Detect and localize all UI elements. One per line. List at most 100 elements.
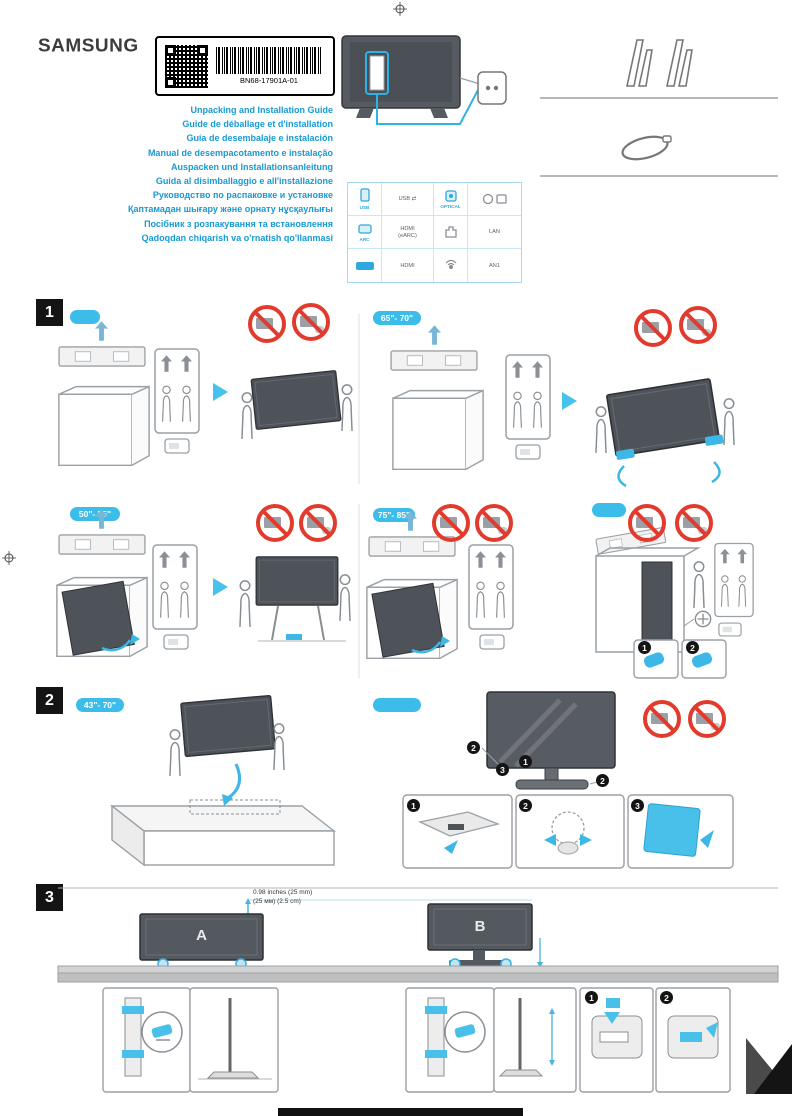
tv-a-illustration bbox=[139, 913, 264, 970]
tv-rear-illustration bbox=[341, 35, 507, 125]
service-port-cell bbox=[348, 249, 382, 282]
registration-mark-top bbox=[393, 2, 407, 16]
ant-label-cell: AN1 bbox=[468, 249, 521, 282]
lan-port-cell bbox=[434, 216, 468, 249]
guide-title: Guía de desembalaje e instalación bbox=[186, 133, 333, 144]
no-press-screen-sign bbox=[475, 504, 513, 542]
no-flat-carry-sign bbox=[432, 504, 470, 542]
hdmi-earc-cell: HDMI (eARC) bbox=[382, 216, 434, 249]
measurement-line-2: (25 мм) (2.5 cm) bbox=[253, 898, 301, 905]
guide-title: Посібник з розпакування та встановлення bbox=[144, 218, 333, 229]
qr-code bbox=[165, 44, 208, 88]
guide-title: Қаптамадан шығару және орнату нұсқаулығы bbox=[128, 204, 333, 215]
stand-detail-panels bbox=[102, 987, 731, 1093]
size-badge-s1-right bbox=[592, 503, 626, 517]
barcode bbox=[216, 47, 322, 74]
cable-tie-icon bbox=[621, 135, 672, 161]
usb-port-label: USB bbox=[359, 205, 370, 210]
tv-b-illustration bbox=[427, 903, 543, 970]
product-label: BN68-17901A-01 bbox=[155, 36, 335, 96]
hdmi-earc-label-2: (eARC) bbox=[398, 232, 417, 239]
section-3-illustrations bbox=[57, 887, 792, 1094]
tv-b-label: B bbox=[474, 918, 486, 935]
step-circle-3: 3 bbox=[631, 799, 644, 812]
upright-unbox-illustration bbox=[595, 526, 753, 679]
size-badge-65-70: 65"- 70" bbox=[373, 311, 421, 325]
page-edge-strip bbox=[278, 1108, 523, 1116]
av-cell bbox=[468, 183, 521, 216]
place-on-table-illustration bbox=[109, 694, 337, 867]
unbox-lift-small-illustration bbox=[58, 321, 353, 467]
no-press-sign bbox=[643, 700, 681, 738]
no-flat-carry-sign bbox=[634, 309, 672, 347]
section-2-number: 2 bbox=[36, 687, 63, 714]
tv-front-stand-illustration bbox=[481, 691, 616, 790]
guide-title: Guida al disimballaggio e all'installazi… bbox=[155, 176, 333, 187]
step-circle-2: 2 bbox=[660, 991, 673, 1004]
no-press-screen-sign bbox=[292, 303, 330, 341]
guide-title: Guide de déballage et d'installation bbox=[182, 119, 333, 130]
measurement-line-1: 0.98 inches (25 mm) bbox=[253, 889, 313, 896]
unbox-tilt-large-illustration bbox=[366, 511, 513, 660]
section-1-row-2-illustrations bbox=[56, 504, 802, 679]
step-circle-1: 1 bbox=[407, 799, 420, 812]
ports-table: USB USB ⇄ OPTICAL ARC HDMI (eARC) LAN bbox=[347, 182, 522, 283]
usb-label-cell: USB ⇄ bbox=[382, 183, 434, 216]
size-badge-50-55: 50"- 55" bbox=[70, 507, 120, 521]
page-curl bbox=[746, 1038, 792, 1094]
hdmi-earc-label-1: HDMI bbox=[400, 225, 415, 232]
guide-title: Руководство по распаковке и установке bbox=[152, 190, 333, 201]
section-1-row-1-illustrations bbox=[58, 314, 735, 488]
badge-s2-right bbox=[373, 698, 421, 712]
section-2-illustrations bbox=[109, 691, 734, 869]
usb-port-cell: USB bbox=[348, 183, 382, 216]
step-circle-1: 1 bbox=[638, 641, 651, 654]
arc-port-label: ARC bbox=[359, 237, 370, 242]
ant-label: AN1 bbox=[489, 262, 500, 269]
hdmi-cell: HDMI bbox=[382, 249, 434, 282]
unbox-lift-large-illustration bbox=[390, 325, 735, 488]
no-flat-carry-sign bbox=[248, 305, 286, 343]
antenna-icon bbox=[445, 259, 456, 269]
usb-port-icon bbox=[359, 188, 370, 202]
no-tool-sign bbox=[688, 700, 726, 738]
hdmi-label: HDMI bbox=[400, 262, 415, 269]
usb-label: USB ⇄ bbox=[398, 196, 417, 202]
stand-legs-icon bbox=[626, 39, 693, 87]
optical-port-icon bbox=[444, 190, 457, 202]
service-port-icon bbox=[355, 261, 374, 270]
guide-title: Auspacken und Installationsanleitung bbox=[170, 161, 333, 172]
accessories-illustration bbox=[540, 39, 778, 177]
shelf bbox=[57, 965, 779, 983]
size-badge-43-70: 43"- 70" bbox=[76, 698, 124, 712]
no-press-screen-sign bbox=[675, 504, 713, 542]
no-flat-carry-sign bbox=[256, 504, 294, 542]
callout-circle-2: 2 bbox=[467, 741, 480, 754]
guide-title: Manual de desempacotamento e instalação bbox=[147, 147, 333, 158]
arc-port-icon bbox=[357, 224, 372, 234]
antenna-cell bbox=[434, 249, 468, 282]
optical-port-cell: OPTICAL bbox=[434, 183, 468, 216]
callout-circle-1: 1 bbox=[519, 755, 532, 768]
registration-mark-left bbox=[2, 551, 16, 565]
clearance-measurement-text: 0.98 inches (25 mm) (25 мм) (2.5 cm) bbox=[253, 888, 312, 906]
stand-assembly-steps bbox=[402, 794, 734, 869]
step-circle-2: 2 bbox=[686, 641, 699, 654]
guide-title: Unpacking and Installation Guide bbox=[190, 105, 333, 115]
step-circle-1: 1 bbox=[585, 991, 598, 1004]
step-circle-2: 2 bbox=[519, 799, 532, 812]
samsung-logo: SAMSUNG bbox=[38, 36, 139, 57]
section-1-number: 1 bbox=[36, 299, 63, 326]
no-press-screen-sign bbox=[299, 504, 337, 542]
size-badge-s1-left bbox=[70, 310, 100, 324]
tv-a-label: A bbox=[196, 927, 207, 944]
lan-label: LAN bbox=[489, 229, 500, 235]
model-code: BN68-17901A-01 bbox=[240, 76, 298, 85]
av-jack-icons bbox=[482, 193, 507, 205]
guide-title: Qadoqdan chiqarish va o'rnatish qo'llanm… bbox=[141, 232, 333, 243]
lan-port-icon bbox=[444, 226, 457, 238]
no-flat-carry-sign bbox=[628, 504, 666, 542]
unbox-tilt-small-illustration bbox=[56, 509, 351, 658]
callout-circle-2b: 2 bbox=[596, 774, 609, 787]
